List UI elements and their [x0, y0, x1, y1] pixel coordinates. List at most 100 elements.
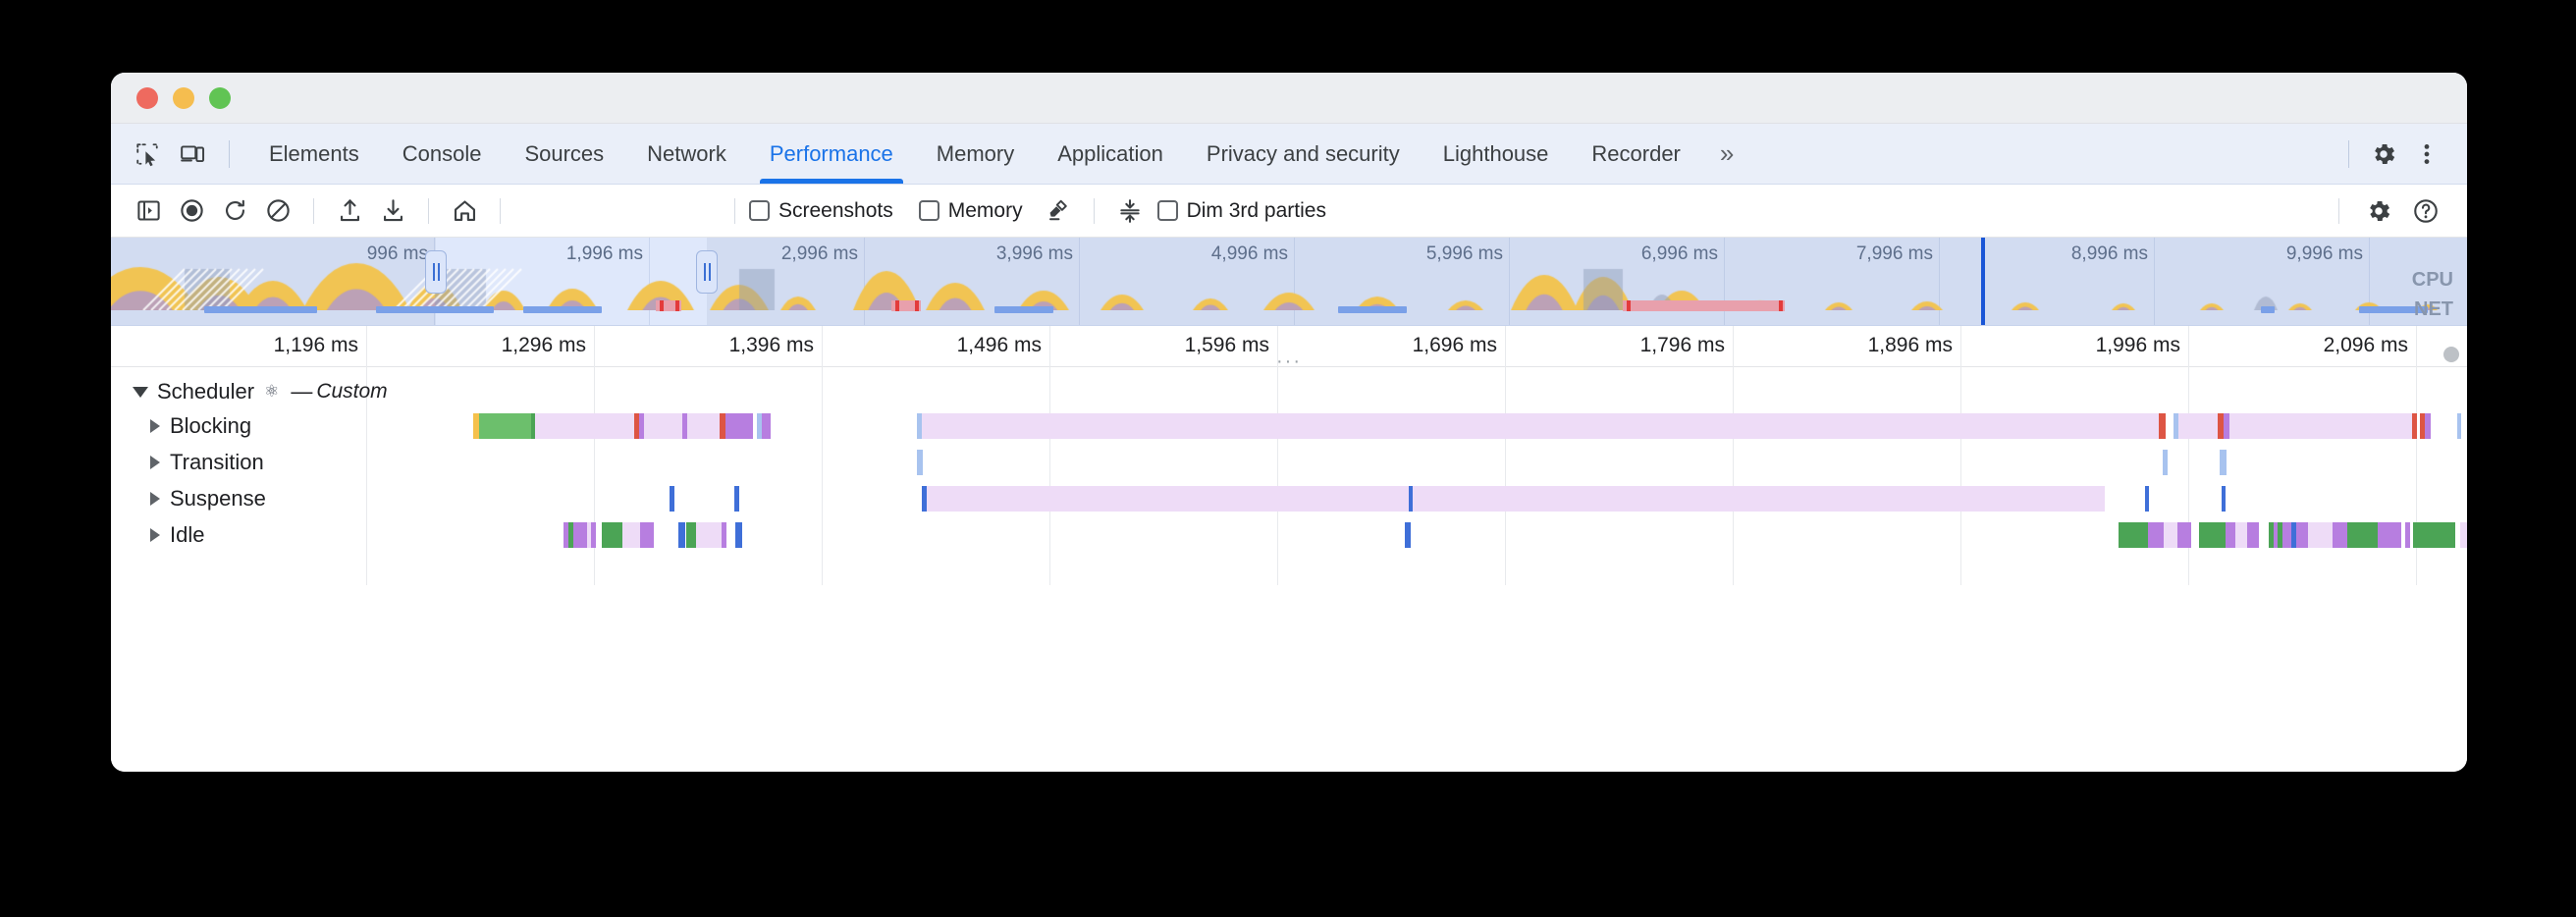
scrollbar-thumb[interactable] [2443, 347, 2459, 362]
flame-chart[interactable]: Scheduler ⚛ — Custom Blocking Transition [111, 367, 2467, 772]
overview-time-cursor[interactable] [1981, 238, 1985, 325]
flame-event-blocking[interactable] [917, 413, 922, 439]
flame-event-idle[interactable] [2282, 522, 2291, 548]
resize-grip-handle[interactable]: ··· [1276, 351, 1302, 372]
flame-event-transition[interactable] [2220, 450, 2227, 475]
flame-event-idle[interactable] [686, 522, 696, 548]
flame-event-blocking[interactable] [2229, 413, 2412, 439]
memory-checkbox[interactable]: Memory [918, 199, 1023, 223]
flame-event-blocking[interactable] [2178, 413, 2218, 439]
tab-sources[interactable]: Sources [524, 140, 605, 166]
flame-event-blocking[interactable] [922, 413, 2159, 439]
device-toolbar-icon[interactable] [172, 134, 213, 175]
flame-event-blocking[interactable] [473, 413, 479, 439]
close-window-button[interactable] [136, 86, 158, 109]
help-icon[interactable] [2404, 191, 2447, 231]
tab-network[interactable]: Network [647, 140, 726, 166]
flame-event-blocking[interactable] [729, 413, 753, 439]
reload-and-record-icon[interactable] [213, 191, 256, 231]
flame-event-blocking[interactable] [2420, 413, 2425, 439]
track-group-label[interactable]: Scheduler ⚛ — Custom [133, 373, 388, 410]
flame-event-idle[interactable] [2269, 522, 2274, 548]
load-profile-icon[interactable] [328, 191, 371, 231]
network-cpu-throttle-icon[interactable] [1108, 191, 1152, 231]
track-row-blocking[interactable]: Blocking [111, 407, 2467, 445]
flame-event-suspense[interactable] [2222, 486, 2226, 512]
flame-event-suspense[interactable] [2145, 486, 2149, 512]
flame-event-idle[interactable] [2226, 522, 2235, 548]
tab-console[interactable]: Console [402, 140, 482, 166]
flame-event-blocking[interactable] [725, 413, 729, 439]
track-label-idle[interactable]: Idle [150, 516, 204, 554]
flame-event-idle[interactable] [2164, 522, 2177, 548]
track-label-blocking[interactable]: Blocking [150, 407, 251, 445]
toggle-sidebar-icon[interactable] [127, 191, 170, 231]
tab-elements[interactable]: Elements [269, 140, 359, 166]
flame-event-idle[interactable] [2291, 522, 2296, 548]
checkbox-box[interactable] [918, 200, 939, 221]
inspect-element-icon[interactable] [127, 134, 168, 175]
track-group-scheduler[interactable]: Scheduler ⚛ — Custom [111, 373, 2467, 410]
flame-event-idle[interactable] [591, 522, 596, 548]
flame-event-idle[interactable] [602, 522, 622, 548]
flame-event-idle[interactable] [2347, 522, 2378, 548]
save-profile-icon[interactable] [371, 191, 414, 231]
tab-privacy-and-security[interactable]: Privacy and security [1206, 140, 1400, 166]
flame-event-blocking[interactable] [2218, 413, 2224, 439]
flame-event-idle[interactable] [2413, 522, 2455, 548]
overview-window-left-handle[interactable] [425, 250, 447, 294]
chevron-right-icon[interactable] [150, 492, 160, 506]
flame-event-idle[interactable] [587, 522, 591, 548]
flame-event-idle[interactable] [2333, 522, 2347, 548]
flame-event-blocking[interactable] [2425, 413, 2431, 439]
flame-event-blocking[interactable] [762, 413, 771, 439]
dim-3rd-parties-checkbox[interactable]: Dim 3rd parties [1156, 199, 1326, 223]
record-icon[interactable] [170, 191, 213, 231]
flame-event-blocking[interactable] [2412, 413, 2417, 439]
flame-event-blocking[interactable] [531, 413, 535, 439]
chevron-right-icon[interactable] [150, 419, 160, 433]
flame-event-blocking[interactable] [687, 413, 720, 439]
flame-event-transition[interactable] [2163, 450, 2168, 475]
checkbox-box[interactable] [1156, 200, 1178, 221]
flame-event-idle[interactable] [678, 522, 685, 548]
flame-event-idle[interactable] [735, 522, 742, 548]
flame-event-idle[interactable] [2278, 522, 2282, 548]
flame-event-suspense[interactable] [922, 486, 927, 512]
overview-window-right-handle[interactable] [696, 250, 718, 294]
flame-event-idle[interactable] [2308, 522, 2333, 548]
flame-event-suspense[interactable] [734, 486, 739, 512]
track-row-suspense[interactable]: Suspense [111, 480, 2467, 517]
flame-event-idle[interactable] [2148, 522, 2164, 548]
flame-event-blocking[interactable] [2159, 413, 2166, 439]
flame-event-idle[interactable] [622, 522, 640, 548]
flame-event-blocking[interactable] [682, 413, 687, 439]
flame-event-idle[interactable] [564, 522, 568, 548]
flame-event-blocking[interactable] [2224, 413, 2229, 439]
flame-event-idle[interactable] [2378, 522, 2401, 548]
tab-memory[interactable]: Memory [936, 140, 1015, 166]
flame-event-blocking[interactable] [720, 413, 725, 439]
flame-event-idle[interactable] [2296, 522, 2308, 548]
flame-event-idle[interactable] [2247, 522, 2259, 548]
flame-event-suspense[interactable] [1409, 486, 1413, 512]
flame-event-suspense[interactable] [670, 486, 674, 512]
flame-event-blocking[interactable] [757, 413, 762, 439]
chevron-down-icon[interactable] [133, 386, 148, 398]
flame-event-blocking[interactable] [644, 413, 682, 439]
chevron-right-icon[interactable] [150, 528, 160, 542]
flame-event-idle[interactable] [2177, 522, 2191, 548]
home-icon[interactable] [443, 191, 486, 231]
track-row-transition[interactable]: Transition [111, 444, 2467, 481]
flame-event-idle[interactable] [2405, 522, 2410, 548]
checkbox-box[interactable] [749, 200, 770, 221]
minimize-window-button[interactable] [173, 86, 194, 109]
flame-event-blocking[interactable] [639, 413, 644, 439]
flame-event-idle[interactable] [1405, 522, 1411, 548]
tab-application[interactable]: Application [1057, 140, 1163, 166]
maximize-window-button[interactable] [209, 86, 231, 109]
flame-event-blocking[interactable] [634, 413, 639, 439]
flame-event-blocking[interactable] [2174, 413, 2178, 439]
